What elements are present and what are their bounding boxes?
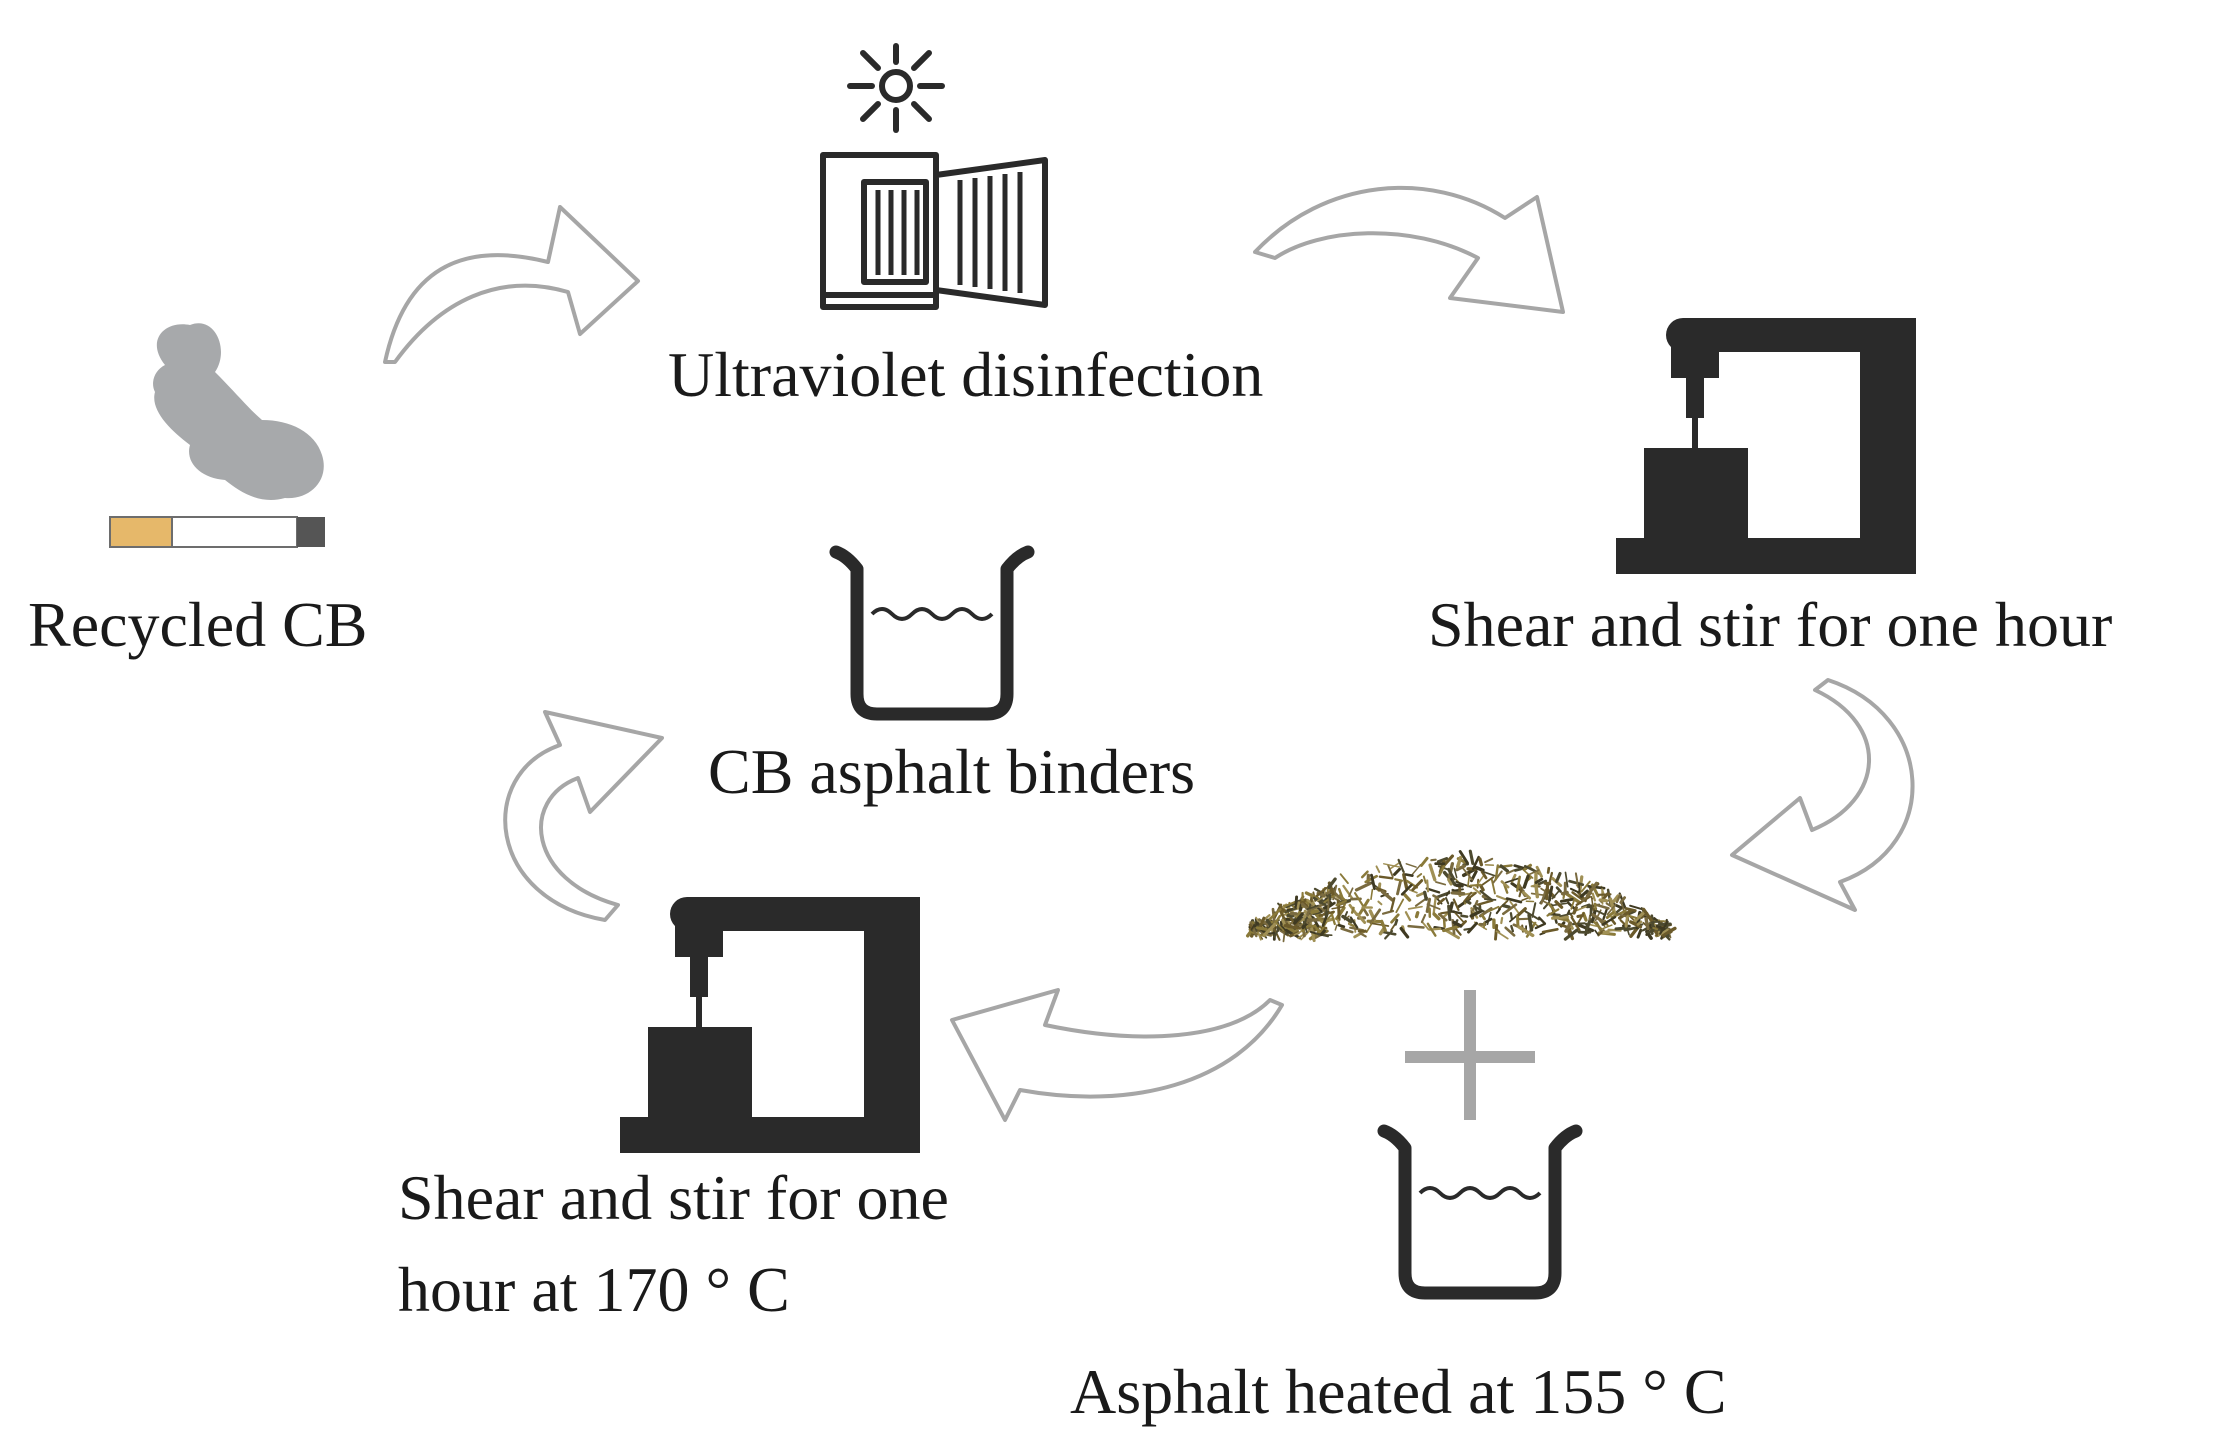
cigarette-smoke-icon — [109, 323, 325, 548]
uv-cabinet-icon — [820, 152, 1048, 310]
beaker-icon — [836, 552, 1028, 714]
shear-mixer-icon — [620, 897, 920, 1153]
flow-arrow-2 — [1253, 185, 1565, 314]
flow-arrow-1 — [383, 205, 640, 364]
plus-icon — [1405, 990, 1535, 1120]
flow-arrow-4 — [950, 988, 1284, 1122]
flow-arrow-5 — [503, 710, 664, 922]
label-asphalt-heated-155c: Asphalt heated at 155 ° C — [1070, 1356, 1727, 1427]
fiber-pile-icon — [1245, 849, 1677, 943]
label-recycled-cb: Recycled CB — [28, 589, 368, 660]
label-cb-asphalt-binders: CB asphalt binders — [708, 736, 1196, 807]
beaker-icon — [1384, 1131, 1576, 1293]
label-shear-stir-170c: Shear and stir for one hour at 170 ° C — [398, 1162, 949, 1325]
shear-mixer-icon — [1616, 318, 1916, 574]
sun-icon — [847, 43, 945, 133]
flow-arrow-3 — [1730, 678, 1915, 912]
label-ultraviolet-disinfection: Ultraviolet disinfection — [668, 339, 1264, 410]
label-shear-stir-one-hour: Shear and stir for one hour — [1428, 589, 2113, 660]
